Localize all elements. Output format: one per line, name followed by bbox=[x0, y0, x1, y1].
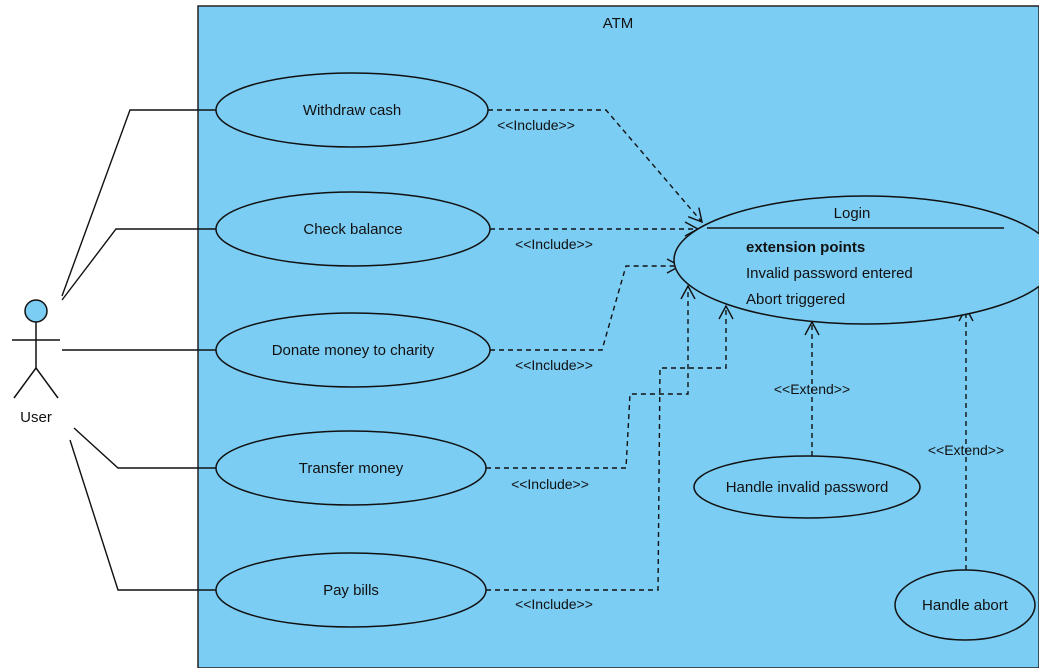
use-case-label: Transfer money bbox=[299, 460, 404, 477]
extension-point-item: Abort triggered bbox=[746, 291, 845, 308]
use-case-login[interactable]: Login extension points Invalid password … bbox=[673, 195, 1039, 325]
login-label: Login bbox=[834, 205, 871, 222]
use-case-label: Withdraw cash bbox=[303, 102, 401, 119]
extend-label: <<Extend>> bbox=[928, 442, 1004, 458]
use-case-label: Donate money to charity bbox=[272, 342, 435, 359]
assoc-withdraw[interactable] bbox=[61, 109, 216, 297]
include-transfer[interactable] bbox=[486, 284, 696, 469]
use-case-withdraw[interactable]: Withdraw cash bbox=[215, 72, 489, 148]
system-title: ATM bbox=[603, 15, 634, 32]
assoc-balance[interactable] bbox=[61, 228, 216, 301]
include-donate[interactable] bbox=[490, 258, 682, 351]
actor-user[interactable]: User bbox=[12, 299, 60, 426]
extend-relations bbox=[804, 306, 974, 570]
use-case-label: Handle invalid password bbox=[726, 479, 889, 496]
extension-point-item: Invalid password entered bbox=[746, 265, 913, 282]
include-relations bbox=[486, 109, 734, 591]
use-case-donate[interactable]: Donate money to charity bbox=[215, 312, 491, 388]
use-case-label: Check balance bbox=[303, 221, 402, 238]
extend-label: <<Extend>> bbox=[774, 381, 850, 397]
associations bbox=[61, 109, 216, 591]
actor-label: User bbox=[20, 409, 52, 426]
include-label: <<Include>> bbox=[515, 596, 593, 612]
use-case-label: Pay bills bbox=[323, 582, 379, 599]
include-label: <<Include>> bbox=[515, 357, 593, 373]
actor-leg-left bbox=[13, 367, 37, 399]
use-case-balance[interactable]: Check balance bbox=[215, 191, 491, 267]
use-case-label: Handle abort bbox=[922, 597, 1009, 614]
use-case-paybills[interactable]: Pay bills bbox=[215, 552, 487, 628]
include-withdraw[interactable] bbox=[488, 109, 703, 224]
include-label: <<Include>> bbox=[497, 117, 575, 133]
use-case-transfer[interactable]: Transfer money bbox=[215, 430, 487, 506]
assoc-transfer[interactable] bbox=[73, 427, 216, 469]
use-case-handle-abort[interactable]: Handle abort bbox=[894, 569, 1036, 641]
extension-points-heading: extension points bbox=[746, 239, 865, 256]
actor-leg-right bbox=[35, 367, 59, 399]
include-paybills[interactable] bbox=[486, 304, 734, 591]
assoc-paybills[interactable] bbox=[69, 439, 216, 591]
actor-head bbox=[24, 299, 48, 323]
include-label: <<Include>> bbox=[515, 236, 593, 252]
include-label: <<Include>> bbox=[511, 476, 589, 492]
use-case-handle-invalid-password[interactable]: Handle invalid password bbox=[693, 455, 921, 519]
